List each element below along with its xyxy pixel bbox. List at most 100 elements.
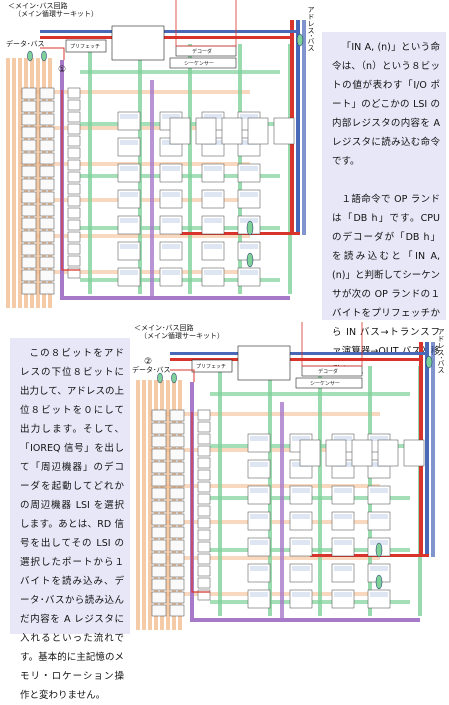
mux-box [197,409,211,421]
register-box [151,500,167,513]
alu-block-header [292,566,310,571]
alu-block-header [120,166,138,171]
sequencer-box [169,57,237,69]
mux-box [197,445,211,457]
mux-box [67,267,81,279]
orange-bus-line [20,234,250,238]
bus-gate [375,574,383,590]
function-unit [377,439,399,467]
alu-block-header [162,192,180,197]
register-box [21,165,37,178]
alu-block-header [120,244,138,249]
register-box [151,604,167,617]
red-bus-line [170,358,423,361]
alu-block-header [204,270,222,275]
alu-block-header [120,140,138,145]
mux-box [67,183,81,195]
register-box [21,139,37,152]
alu-block-header [240,192,258,197]
red-bus-line [40,36,294,39]
register-box [169,500,185,513]
panel1-paragraph-1: 「IN A, (n)」という命令は、（n）という８ビットの値が表わす「I/O ポ… [332,42,440,167]
register-box [169,552,185,565]
register-box [39,165,55,178]
alu-block-header [162,218,180,223]
register-box [169,474,185,487]
instruction-register-box [237,345,291,381]
sequencer-box [295,377,363,389]
alu-block-header [334,488,352,493]
orange-bus-line [36,58,40,308]
register-box [151,513,167,526]
alu-block-header [204,218,222,223]
alu-block-header [250,592,268,597]
orange-bus-line [150,412,380,416]
register-box [21,256,37,269]
mux-box [197,493,211,505]
alu-block-header [120,218,138,223]
mux-box [67,207,81,219]
green-bus-line [80,70,280,74]
alu-block-header [120,192,138,197]
register-box [169,526,185,539]
mux-box [197,553,211,565]
alu-block-header [204,166,222,171]
mux-box [67,135,81,147]
blue-bus-line [425,342,429,557]
function-unit [221,117,243,145]
sequencer-label: シーケンサー [184,60,214,67]
register-box [151,591,167,604]
mux-box [67,231,81,243]
alu-block-header [204,244,222,249]
mux-box [67,195,81,207]
orange-bus-line [150,556,380,560]
register-box [39,230,55,243]
function-unit [403,439,425,467]
alu-block-header [334,436,352,441]
register-box [21,204,37,217]
alu-block-header [162,270,180,275]
data-bus-label: データ･バス [132,366,171,374]
active-path [191,412,210,593]
alu-block-header [120,114,138,119]
control-signal-box [175,0,237,47]
bus-gate [296,33,304,47]
panel1-paragraph-2: １語命令で OP ランドは「DB h」です。CPU のデコーダが「DB h」を読… [332,194,440,376]
mux-box [197,529,211,541]
alu-block-header [204,114,222,119]
mux-box [197,541,211,553]
mux-box [67,159,81,171]
register-box [21,191,37,204]
purple-bus-line [60,296,290,300]
diagram-title-line2: （メイン循環サーキット） [140,332,224,340]
address-bus-label: アドレス･バス [437,328,445,374]
register-box [21,100,37,113]
alu-block-header [370,436,388,441]
function-unit [351,439,373,467]
step-marker: ① [58,65,66,75]
step-marker: ② [144,357,152,367]
blue-bus-line [431,342,435,557]
function-unit [299,439,321,467]
alu-block-header [240,218,258,223]
function-unit [273,117,295,145]
orange-bus-line [136,380,140,630]
register-box [21,152,37,165]
register-box [21,126,37,139]
register-box [39,126,55,139]
green-bus-line [218,366,222,616]
function-unit [169,117,191,145]
decoder-label: デコーダ [192,48,212,55]
register-box [151,422,167,435]
mux-box [197,589,211,601]
register-box [39,139,55,152]
sequencer-label: シーケンサー [310,380,340,387]
blue-bus-line [170,352,429,355]
panel2-paragraph-1: この８ビットをアドレスの下位８ビットに出力して、アドレスの上位８ビットを０にして… [20,348,124,701]
mux-box [67,87,81,99]
register-box [169,422,185,435]
bus-gate [375,542,383,558]
register-box [169,591,185,604]
alu-block-header [250,436,268,441]
